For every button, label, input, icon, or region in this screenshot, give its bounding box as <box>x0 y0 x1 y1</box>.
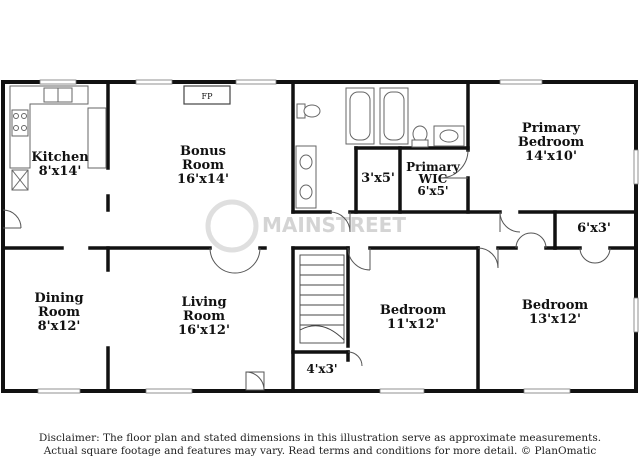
bath-closet-size: 3'x5' <box>361 171 395 186</box>
windows <box>37 79 639 394</box>
primary-bedroom-size: 14'x10' <box>525 149 577 164</box>
bedroom-right-name: Bedroom <box>522 298 589 313</box>
bedroom-right-size: 13'x12' <box>529 312 581 327</box>
kitchen-counter <box>9 85 107 191</box>
living-name-1: Living <box>181 295 226 310</box>
bonus-name-2: Room <box>182 158 224 173</box>
bathroom-fixtures <box>295 87 465 209</box>
doors <box>2 149 611 391</box>
disclaimer-line-2: Actual square footage and features may v… <box>43 445 597 457</box>
bedroom-mid-size: 11'x12' <box>387 317 439 332</box>
dining-name-1: Dining <box>34 291 83 306</box>
fireplace: FP <box>183 85 231 105</box>
kitchen-name: Kitchen <box>31 150 89 165</box>
kitchen-size: 8'x14' <box>39 164 82 179</box>
closet-4x3-size: 4'x3' <box>306 362 337 376</box>
stairs <box>299 254 345 344</box>
interior-walls <box>1 82 638 393</box>
primary-wic-name-1: Primary <box>406 160 461 174</box>
bedroom-mid-name: Bedroom <box>380 303 447 318</box>
living-name-2: Room <box>183 309 225 324</box>
primary-bedroom-name-2: Bedroom <box>518 135 585 150</box>
primary-bedroom-name-1: Primary <box>522 121 581 136</box>
primary-wic-name-2: WIC <box>418 172 448 186</box>
watermark: MAINSTREET <box>205 199 406 253</box>
disclaimer-line-1: Disclaimer: The floor plan and stated di… <box>38 432 602 444</box>
dining-name-2: Room <box>38 305 80 320</box>
dining-size: 8'x12' <box>38 319 81 334</box>
exterior-walls <box>1 80 638 393</box>
primary-wic-size: 6'x5' <box>417 184 448 198</box>
bonus-name-1: Bonus <box>180 144 226 159</box>
bonus-size: 16'x14' <box>177 172 229 187</box>
living-size: 16'x12' <box>178 323 230 338</box>
closet-6x3-size: 6'x3' <box>577 221 611 236</box>
disclaimer: Disclaimer: The floor plan and stated di… <box>0 432 640 458</box>
watermark-text: MAINSTREET <box>262 213 406 237</box>
room-labels: Kitchen 8'x14' Bonus Room 16'x14' Primar… <box>31 121 611 376</box>
fireplace-label: FP <box>202 92 214 101</box>
